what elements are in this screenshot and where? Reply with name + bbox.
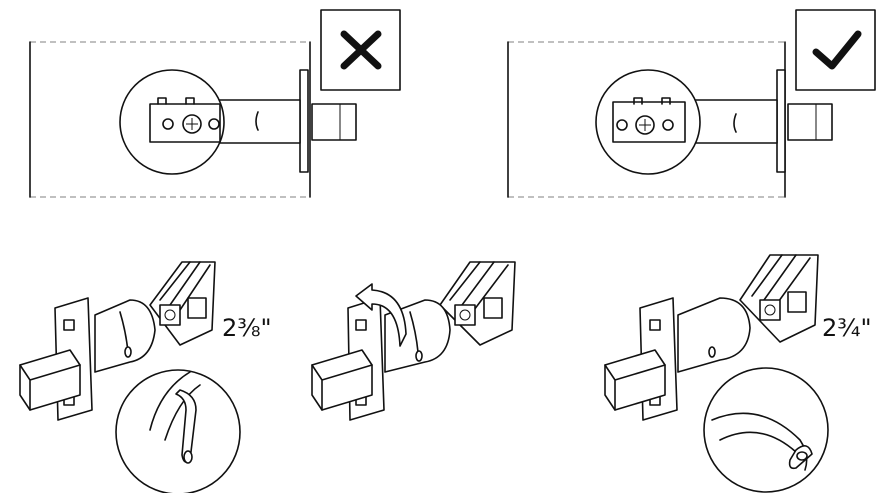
x-mark-icon	[340, 30, 382, 70]
latch-rotating	[311, 261, 516, 421]
panel-correct	[507, 9, 876, 198]
latch-long-setting	[604, 254, 829, 493]
backset-long-label: 2¾"	[822, 314, 872, 342]
correct-marker-box	[795, 9, 876, 91]
backset-short-label: 2⅜"	[222, 314, 272, 342]
latch-short-setting	[19, 261, 241, 493]
rotate-arrow-icon	[355, 283, 407, 347]
check-mark-icon	[812, 30, 862, 70]
panel-incorrect	[29, 9, 401, 198]
